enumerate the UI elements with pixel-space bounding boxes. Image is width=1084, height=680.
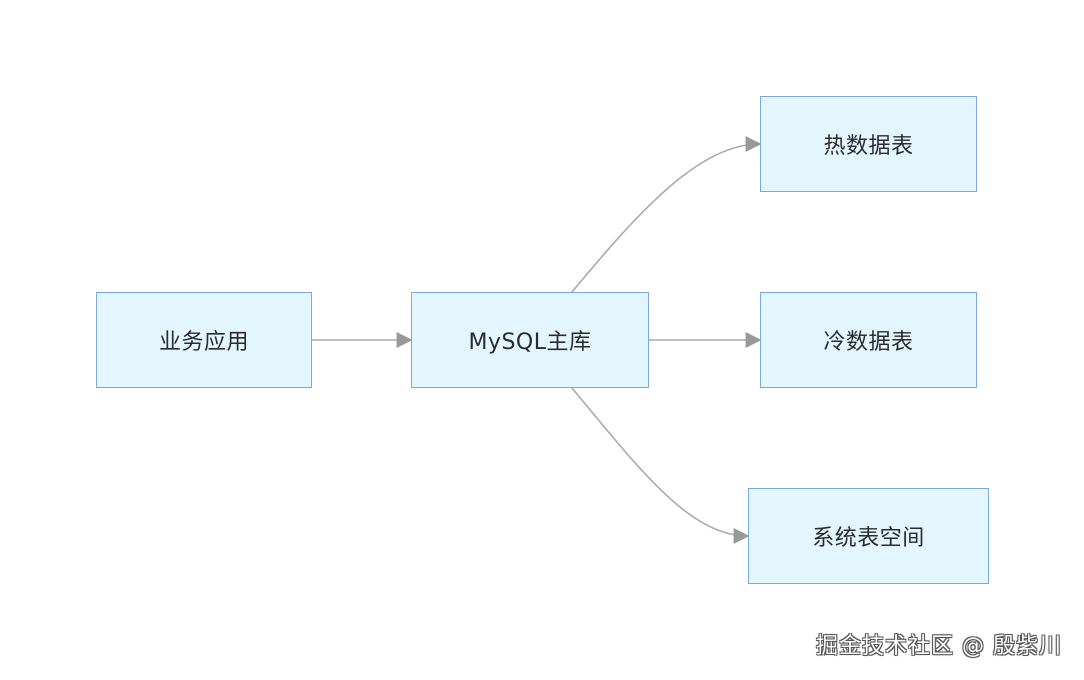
node-hot-data-table[interactable]: 热数据表 (760, 96, 977, 192)
node-cold-data-table-label: 冷数据表 (823, 330, 914, 355)
node-mysql-primary[interactable]: MySQL主库 (411, 292, 649, 388)
edge-mysql-to-hot (571, 136, 762, 293)
edge-mysql-to-system (571, 387, 750, 544)
watermark: 掘金技术社区 @ 殷紫川 (816, 634, 1062, 659)
node-business-app-label: 业务应用 (158, 330, 249, 355)
node-hot-data-table-label: 热数据表 (823, 134, 914, 159)
node-system-tablespace[interactable]: 系统表空间 (748, 488, 989, 584)
node-mysql-primary-label: MySQL主库 (468, 330, 592, 355)
node-system-tablespace-label: 系统表空间 (812, 526, 925, 551)
node-cold-data-table[interactable]: 冷数据表 (760, 292, 977, 388)
node-business-app[interactable]: 业务应用 (96, 292, 312, 388)
